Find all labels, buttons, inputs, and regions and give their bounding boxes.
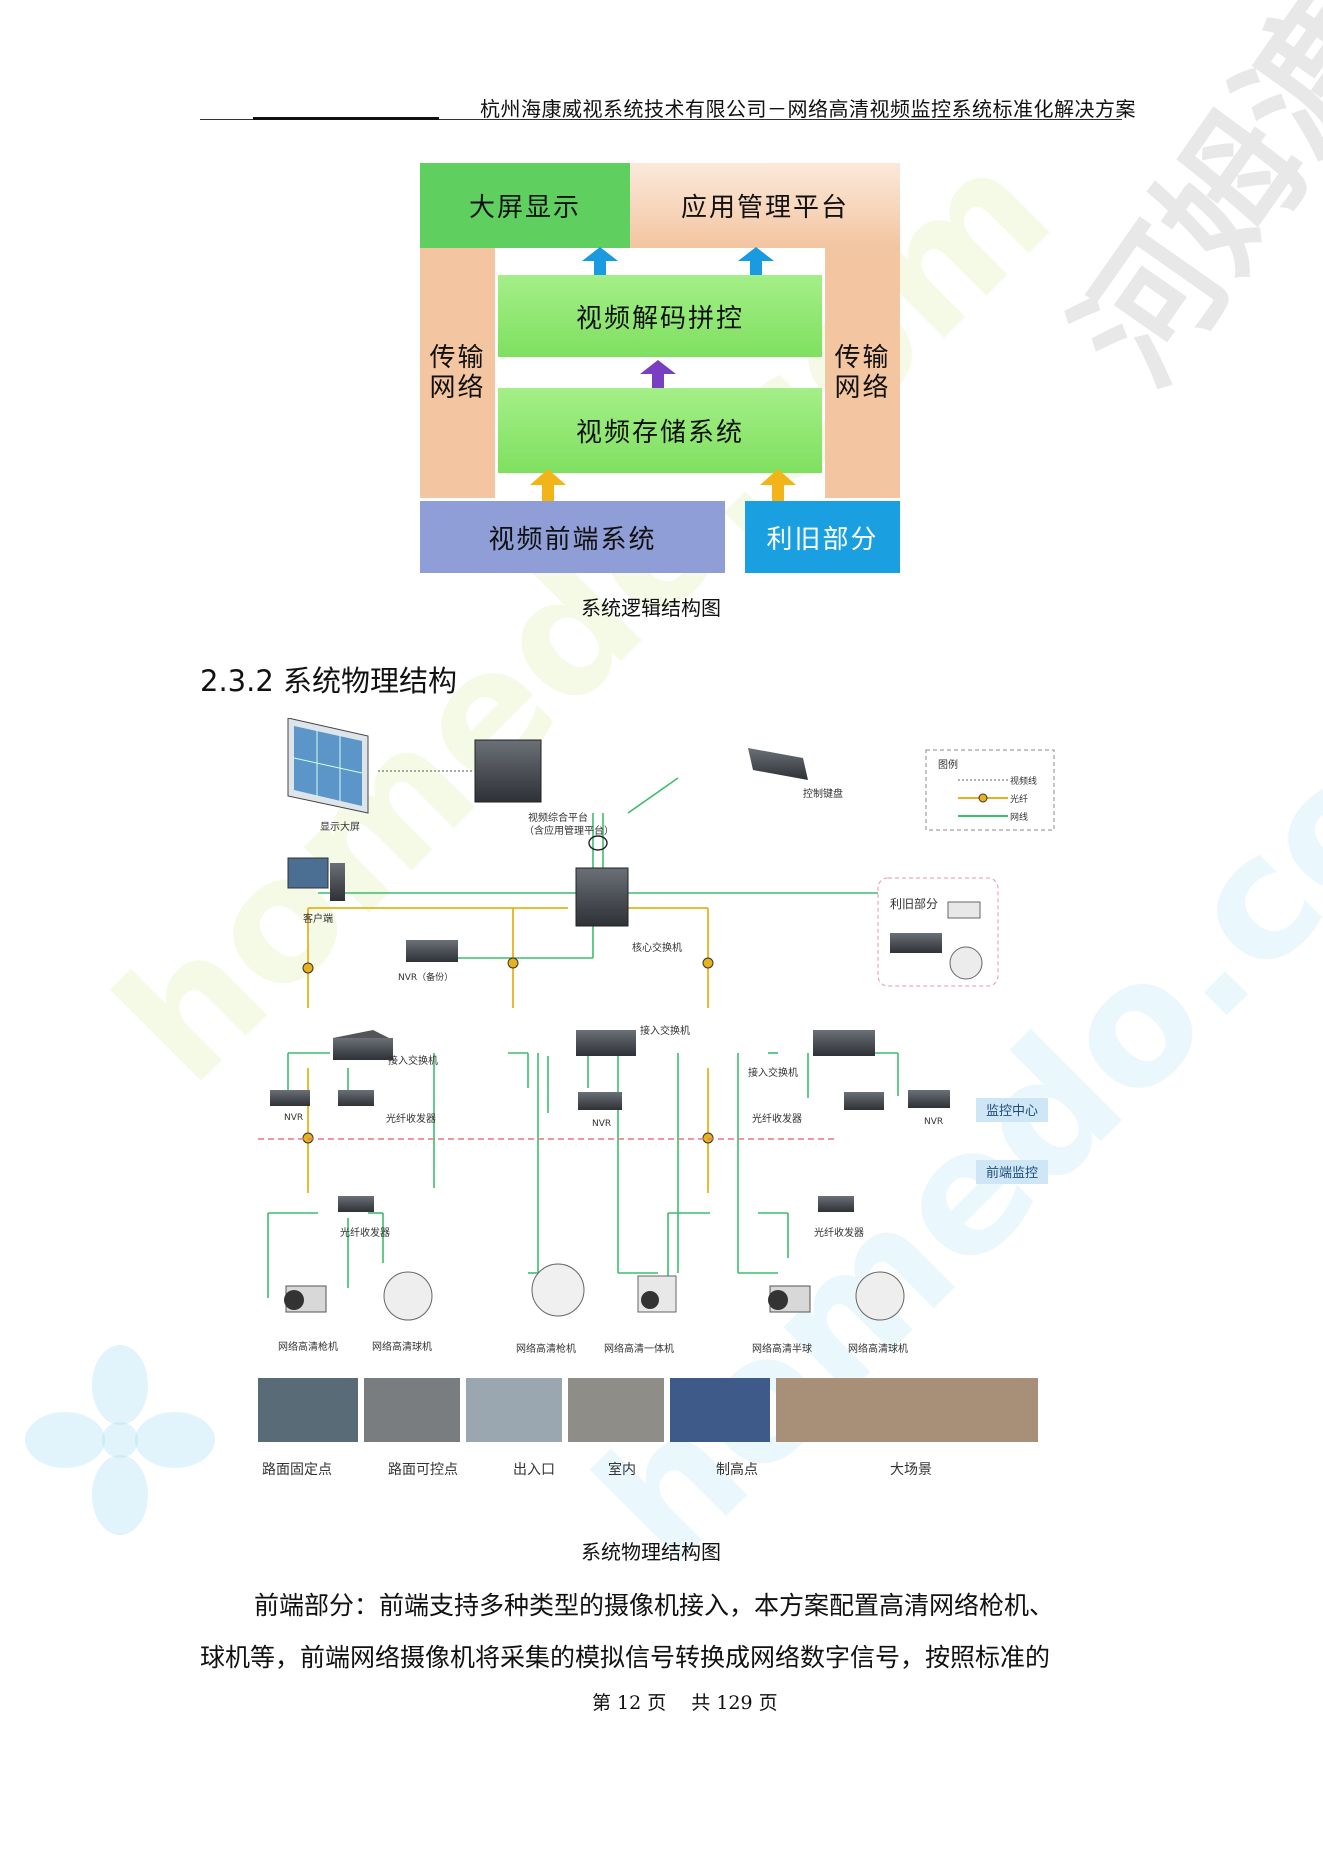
header-rule-accent	[253, 117, 439, 120]
fiber-transceiver-right-label: 光纤收发器	[752, 1112, 802, 1125]
scene-photo-5	[670, 1378, 770, 1442]
display-wall-icon	[287, 718, 369, 814]
watermark-brand: 河姆渡	[1046, 0, 1323, 412]
access-switch-left-icon	[333, 1038, 393, 1060]
page-footer: 第 12 页 共 129 页	[592, 1692, 778, 1714]
core-switch-label: 核心交换机	[632, 941, 682, 954]
legacy-nvr-icon	[890, 933, 942, 953]
fiber-transceiver-front-left-icon	[338, 1196, 374, 1212]
camera-icons	[284, 1263, 905, 1321]
scene-photo-6	[776, 1378, 1038, 1442]
body-paragraph-line-2: 球机等，前端网络摄像机将采集的模拟信号转换成网络数字信号，按照标准的	[200, 1643, 1051, 1672]
scene-label-3: 出入口	[513, 1462, 555, 1478]
scene-label-6: 大场景	[890, 1462, 932, 1478]
fiber-transceiver-front-right-label: 光纤收发器	[814, 1226, 864, 1239]
camera-label-2: 网络高清球机	[372, 1340, 432, 1353]
legend-fiber: 光纤	[1010, 793, 1028, 805]
camera-label-5: 网络高清半球	[752, 1342, 812, 1355]
display-wall-label: 显示大屏	[320, 820, 360, 833]
transmission-network-left: 传输网络	[420, 248, 495, 498]
bullet-camera-2-icon	[531, 1263, 585, 1317]
keyboard-label: 控制键盘	[803, 787, 843, 800]
nvr-backup-icon	[406, 940, 458, 962]
dome-camera-2-icon	[855, 1271, 905, 1321]
nvr-right-label: NVR	[924, 1117, 943, 1127]
fiber-transceiver-right-icon	[844, 1092, 884, 1110]
platform-icon	[474, 739, 542, 803]
nvr-right-icon	[908, 1090, 950, 1108]
logic-structure-diagram: 大屏显示 应用管理平台 传输网络 传输网络 视频解码拼控 视频存储系统 视频前端…	[420, 163, 900, 573]
legacy-dome-icon	[949, 946, 983, 980]
link-ring-icon	[588, 835, 608, 851]
legend-video-line: 视频线	[1010, 775, 1037, 787]
control-keyboard-icon	[748, 748, 808, 780]
nvr-backup-label: NVR（备份）	[398, 971, 453, 983]
fiber-connector-icon	[507, 957, 519, 969]
legacy-camera-icon	[947, 901, 981, 919]
video-storage-box: 视频存储系统	[498, 388, 822, 473]
transmission-network-right: 传输网络	[825, 248, 900, 498]
nvr-mid-icon	[578, 1092, 622, 1110]
access-switch-mid-label: 接入交换机	[640, 1024, 690, 1037]
front-monitor-tag	[976, 1160, 1048, 1184]
monitor-center-tag	[976, 1098, 1048, 1122]
fiber-transceiver-front-left-label: 光纤收发器	[340, 1226, 390, 1239]
camera-label-6: 网络高清球机	[848, 1342, 908, 1355]
camera-label-3: 网络高清枪机	[516, 1342, 576, 1355]
fiber-connector-icon	[702, 1132, 714, 1144]
legacy-label: 利旧部分	[890, 896, 938, 911]
legend-network: 网线	[1010, 811, 1028, 823]
fiber-connector-icon	[302, 962, 314, 974]
nvr-mid-label: NVR	[592, 1119, 611, 1129]
dome-camera-1-icon	[383, 1271, 433, 1321]
nvr-left-icon	[270, 1090, 310, 1106]
camera-label-1: 网络高清枪机	[278, 1340, 338, 1353]
fiber-connector-icons	[302, 957, 714, 1144]
legend-title: 图例	[938, 758, 958, 771]
nvr-left-label: NVR	[284, 1113, 303, 1123]
access-switch-right-icon	[813, 1030, 875, 1056]
platform-sublabel: （含应用管理平台）	[524, 824, 614, 837]
section-heading: 2.3.2 系统物理结构	[200, 664, 458, 698]
flower-logo-icon	[25, 1345, 215, 1535]
fiber-transceiver-front-right-icon	[818, 1196, 854, 1212]
scene-photos	[258, 1378, 1038, 1442]
app-platform-box: 应用管理平台	[630, 163, 900, 248]
physical-structure-diagram: 图例 视频线 光纤 网线	[258, 718, 1055, 1478]
scene-photo-1	[258, 1378, 358, 1442]
physical-diagram-caption: 系统物理结构图	[581, 1540, 721, 1564]
video-frontend-box: 视频前端系统	[420, 501, 725, 573]
header-rule	[200, 119, 1122, 120]
scene-photo-3	[466, 1378, 562, 1442]
fiber-connector-icon	[302, 1132, 314, 1144]
access-switch-left-label: 接入交换机	[388, 1054, 438, 1067]
legacy-part-box: 利旧部分	[745, 501, 900, 573]
big-screen-box: 大屏显示	[420, 163, 630, 248]
fiber-transceiver-left-label: 光纤收发器	[386, 1112, 436, 1125]
logic-arrows	[530, 247, 796, 501]
scene-photo-4	[568, 1378, 664, 1442]
scene-label-5: 制高点	[716, 1461, 758, 1478]
client-label: 客户端	[303, 912, 333, 925]
video-decoding-box: 视频解码拼控	[498, 275, 822, 357]
scene-label-4: 室内	[608, 1461, 636, 1478]
body-paragraph-line-1: 前端部分：前端支持多种类型的摄像机接入，本方案配置高清网络枪机、	[254, 1591, 1055, 1620]
fiber-connector-icon	[702, 957, 714, 969]
arrow-up-icon	[530, 247, 796, 501]
camera-label-4: 网络高清一体机	[604, 1342, 674, 1355]
scene-photo-2	[364, 1378, 460, 1442]
header-title: 杭州海康威视系统技术有限公司－网络高清视频监控系统标准化解决方案	[480, 97, 1136, 121]
access-switch-mid-icon	[576, 1030, 636, 1056]
scene-label-2: 路面可控点	[388, 1462, 458, 1478]
core-switch-icon	[575, 867, 629, 927]
scene-label-1: 路面固定点	[262, 1462, 332, 1478]
platform-label: 视频综合平台	[528, 811, 588, 824]
monitor-center-label: 监控中心	[986, 1104, 1038, 1119]
fiber-transceiver-left-icon	[338, 1090, 374, 1106]
access-switch-right-label: 接入交换机	[748, 1066, 798, 1079]
client-pc-icon	[287, 857, 329, 889]
logic-diagram-caption: 系统逻辑结构图	[581, 596, 721, 620]
front-monitor-label: 前端监控	[986, 1165, 1038, 1181]
